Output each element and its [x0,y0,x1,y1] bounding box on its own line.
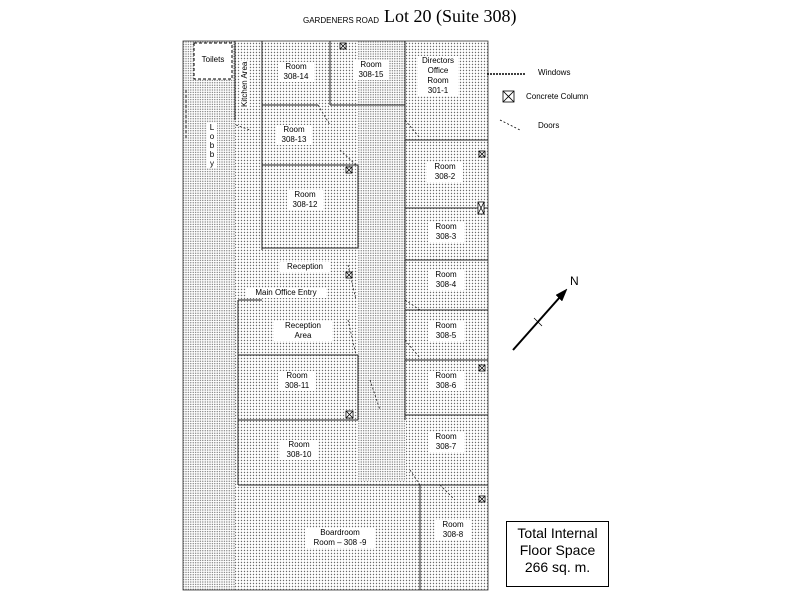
walls [234,41,488,590]
legend-doors-label: Doors [538,121,560,130]
total-floor-space-box: Total Internal Floor Space 266 sq. m. [506,521,609,587]
central-corridor [358,41,406,481]
road-name: GARDENERS ROAD [303,16,380,25]
legend-symbols [487,73,526,131]
kitchen-label: Kitchen Area [240,60,249,108]
legend-door-symbol [499,119,521,131]
concrete-columns [339,42,486,503]
reception-label: Reception [280,262,330,272]
total-area-line-3: 266 sq. m. [524,559,591,575]
north-label: N [570,274,579,288]
legend-windows-label: Windows [538,68,571,77]
door-swings [235,104,456,501]
north-arrow [512,288,568,351]
legend-column-label: Concrete Column [526,92,589,101]
toilets-box [193,42,233,80]
total-area-line-2: Floor Space [519,542,596,558]
toilets-label: Toilets [201,55,225,64]
plan-title: Lot 20 (Suite 308) [384,6,517,26]
main-office-entry-label: Main Office Entry [246,288,326,298]
outer-wall [182,40,489,591]
lobby-label: L o b b y [207,123,217,168]
total-area-line-1: Total Internal [517,525,598,541]
legend-column-symbol [502,90,515,103]
